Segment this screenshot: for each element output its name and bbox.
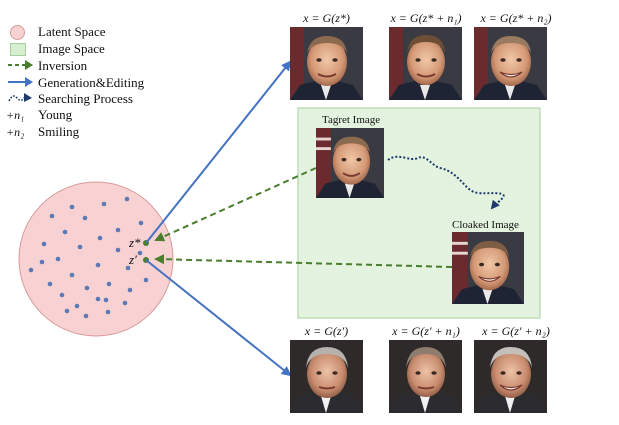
portrait-image [474, 340, 547, 413]
cloaked-image [452, 232, 524, 304]
face-bottom-1 [290, 340, 363, 413]
z-prime-label: z′ [129, 252, 137, 267]
legend-inversion: Inversion [38, 58, 88, 73]
legend-generation-editing: Generation&Editing [38, 75, 145, 90]
face-top-3 [474, 27, 547, 100]
portrait-image [290, 27, 363, 100]
portrait-image [316, 128, 384, 198]
latent-space-circle [18, 181, 174, 337]
generation-arrow-bottom [145, 259, 292, 377]
formula-bottom-3: x = G(z′ + n₂) [482, 324, 550, 338]
legend-latent-space: Latent Space [38, 24, 106, 39]
legend: Latent Space Image Space Inversion Gener… [0, 0, 200, 150]
formula-bottom-1: x = G(z′) [304, 324, 349, 338]
portrait-image [452, 232, 524, 304]
latent-space-swatch [10, 25, 25, 40]
cloaked-image-label: Cloaked Image [452, 219, 519, 231]
formula-top-2: x = G(z* + n₁) [390, 11, 462, 25]
target-image [316, 128, 384, 198]
z-star-label: z* [129, 235, 141, 250]
formula-top-1: x = G(z*) [303, 11, 350, 25]
formula-bottom-2: x = G(z′ + n₁) [392, 324, 460, 338]
young-symbol: +n₁ [6, 108, 25, 122]
legend-young: Young [38, 107, 73, 122]
legend-smiling: Smiling [38, 124, 80, 139]
searching-arrow-icon [8, 93, 32, 102]
generation-arrow-icon [8, 77, 33, 87]
portrait-image [290, 340, 363, 413]
portrait-image [474, 27, 547, 100]
target-image-label: Tagret Image [322, 114, 381, 126]
portrait-image [389, 27, 462, 100]
legend-searching-process: Searching Process [38, 91, 133, 106]
legend-image-space: Image Space [38, 41, 105, 56]
face-top-2 [389, 27, 462, 100]
portrait-image [389, 340, 462, 413]
image-space-swatch [10, 43, 26, 56]
face-bottom-3 [474, 340, 547, 413]
generation-arrow-top [145, 60, 292, 244]
latent-dots [28, 196, 149, 319]
smiling-symbol: +n₂ [6, 125, 25, 139]
formula-top-3: x = G(z* + n₂) [480, 11, 552, 25]
face-bottom-2 [389, 340, 462, 413]
face-top-1 [290, 27, 363, 100]
inversion-arrow-icon [8, 60, 33, 70]
inversion-arrow-target [154, 167, 317, 242]
